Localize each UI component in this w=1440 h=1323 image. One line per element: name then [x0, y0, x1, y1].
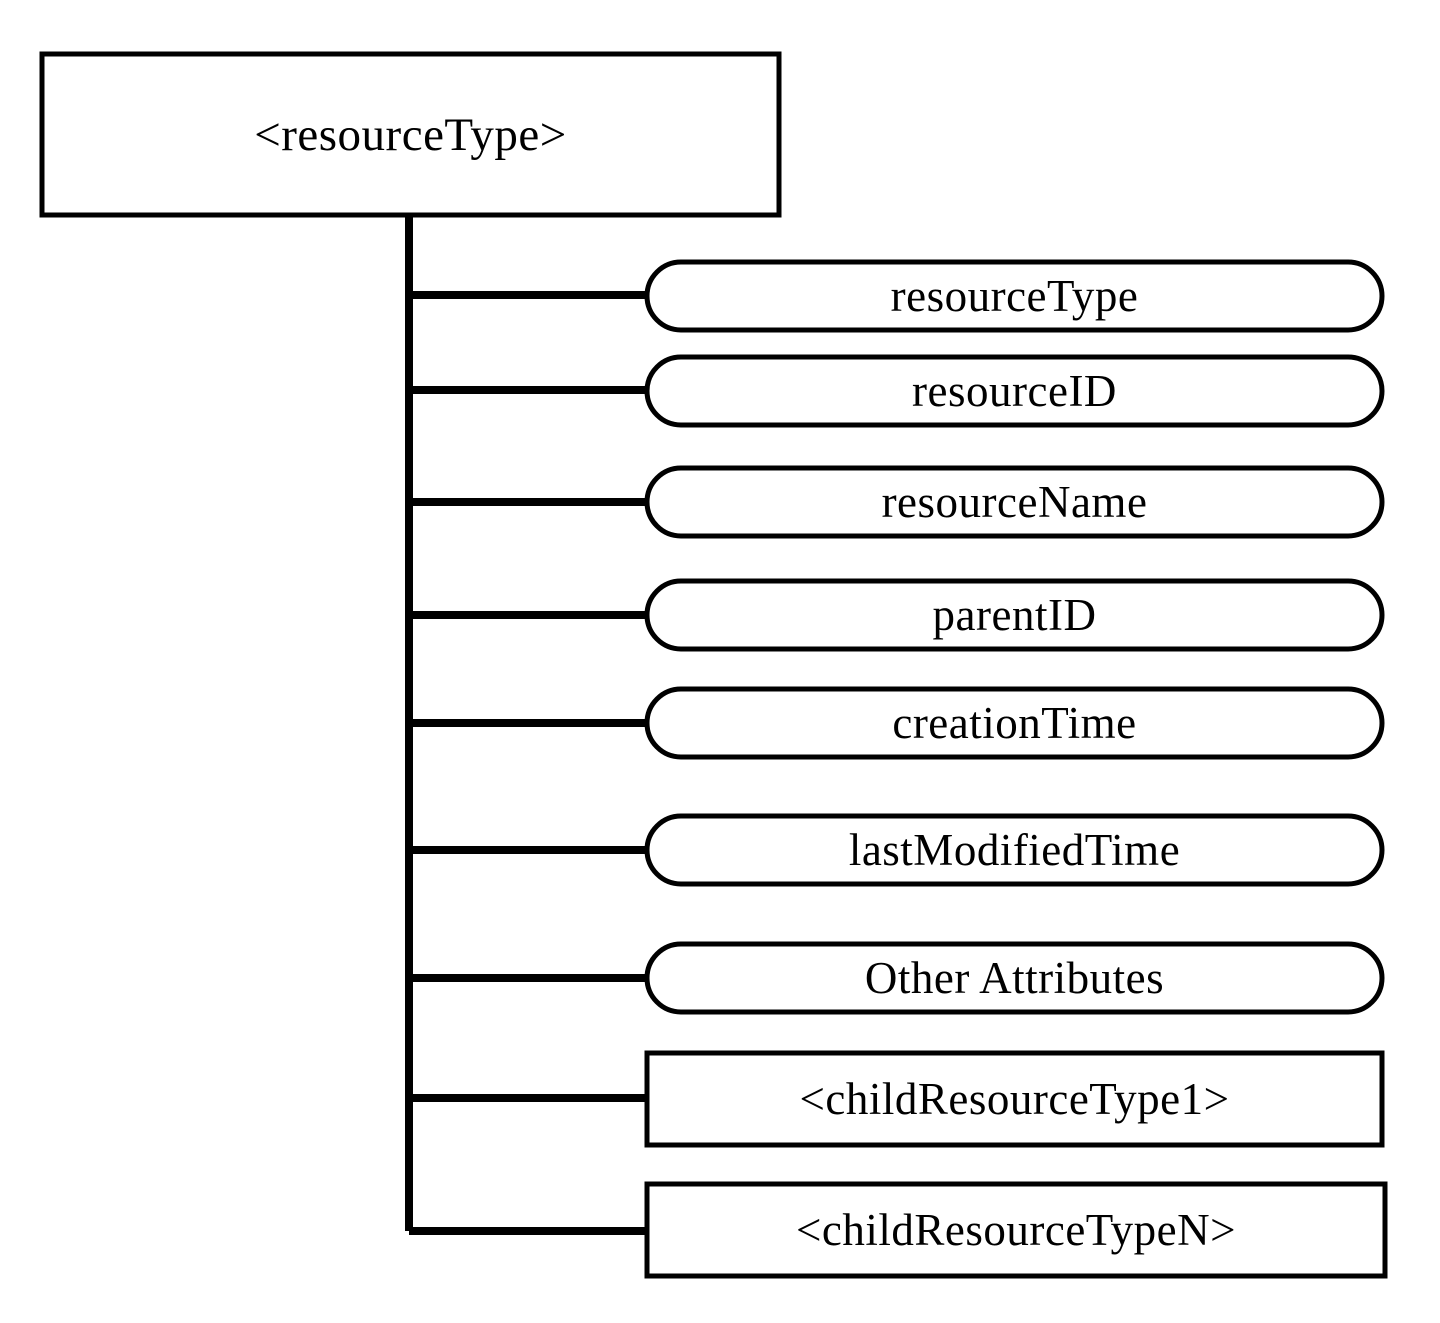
- attribute-node-box-1[interactable]: [644, 259, 1385, 333]
- attribute-node-box-3[interactable]: [644, 465, 1385, 539]
- attribute-node-box-7[interactable]: [644, 941, 1385, 1015]
- attribute-node-box-4[interactable]: [644, 578, 1385, 652]
- attribute-node-box-6[interactable]: [644, 813, 1385, 887]
- child-node-box-2[interactable]: [644, 1181, 1388, 1279]
- attribute-node-box-2[interactable]: [644, 354, 1385, 428]
- root-node-box[interactable]: [39, 51, 782, 218]
- child-node-box-1[interactable]: [644, 1050, 1385, 1148]
- attribute-node-box-5[interactable]: [644, 686, 1385, 760]
